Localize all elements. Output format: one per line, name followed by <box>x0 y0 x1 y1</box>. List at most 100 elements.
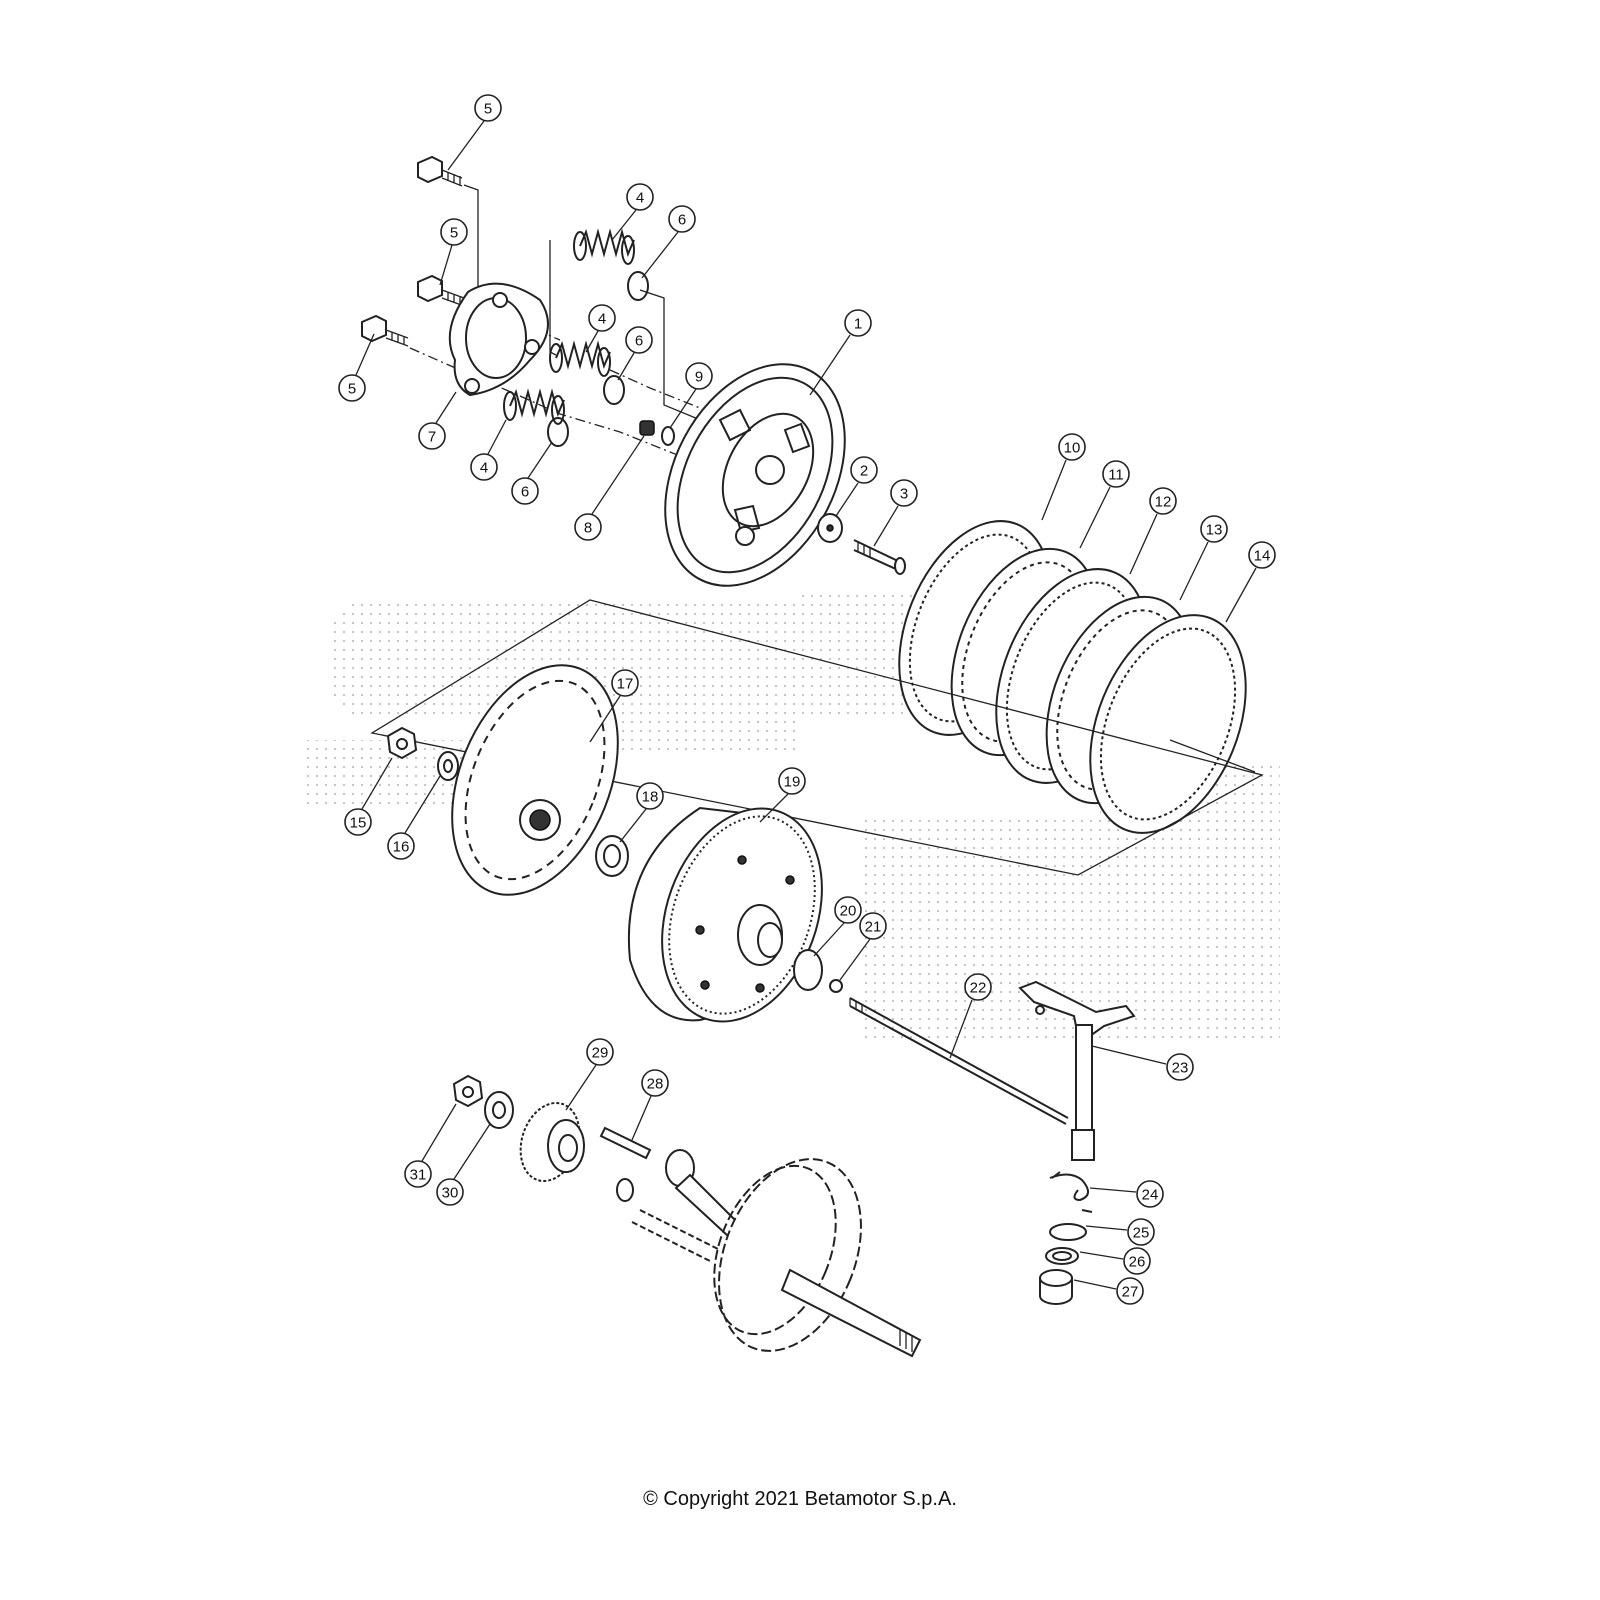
callout-number: 24 <box>1142 1187 1159 1204</box>
callout-circle <box>1248 541 1276 569</box>
callout-number: 26 <box>1129 1254 1146 1271</box>
callout-6: 6 <box>668 205 696 233</box>
callout-layer: 5554646197468231011121314171516181920212… <box>338 94 1276 1305</box>
callout-number: 14 <box>1254 548 1271 565</box>
pressure-plate <box>448 282 549 397</box>
callout-circle <box>625 326 653 354</box>
callout-22: 22 <box>964 973 992 1001</box>
callout-number: 3 <box>900 486 908 503</box>
callout-circle <box>387 832 415 860</box>
crankshaft <box>616 1149 922 1358</box>
callout-number: 16 <box>393 839 410 856</box>
callout-6: 6 <box>511 477 539 505</box>
callout-12: 12 <box>1149 487 1177 515</box>
callout-number: 29 <box>592 1045 609 1062</box>
spring-upper <box>573 228 635 265</box>
callout-number: 4 <box>480 460 488 477</box>
callout-number: 13 <box>1206 522 1223 539</box>
spring-lower <box>503 388 565 425</box>
callout-circle <box>844 309 872 337</box>
callout-number: 1 <box>854 316 862 333</box>
callout-circle <box>1200 515 1228 543</box>
callout-number: 17 <box>617 676 634 693</box>
primary-gear <box>452 1074 585 1183</box>
callout-number: 4 <box>636 190 644 207</box>
callout-25: 25 <box>1127 1218 1155 1246</box>
callout-number: 27 <box>1122 1284 1139 1301</box>
callout-18: 18 <box>636 782 664 810</box>
callout-circle <box>418 422 446 450</box>
callout-number: 19 <box>784 774 801 791</box>
callout-number: 23 <box>1172 1060 1189 1077</box>
key-pin <box>599 1126 652 1160</box>
bearing-housing <box>595 835 629 877</box>
callout-circle <box>1123 1247 1151 1275</box>
callout-26: 26 <box>1123 1247 1151 1275</box>
callout-number: 7 <box>428 429 436 446</box>
callout-5: 5 <box>440 218 468 246</box>
callout-number: 6 <box>678 212 686 229</box>
callout-3: 3 <box>890 479 918 507</box>
callout-circle <box>440 218 468 246</box>
callout-number: 31 <box>410 1167 427 1184</box>
washer-pushrod <box>817 513 843 543</box>
callout-2: 2 <box>850 456 878 484</box>
callout-number: 8 <box>584 520 592 537</box>
callout-circle <box>964 973 992 1001</box>
inner-clutch-hub <box>451 664 619 896</box>
return-spring <box>1039 1171 1093 1305</box>
callout-number: 28 <box>647 1076 664 1093</box>
callout-4: 4 <box>626 183 654 211</box>
callout-circle <box>778 767 806 795</box>
spring-middle <box>549 340 611 377</box>
thrust-washer <box>793 949 843 993</box>
callout-circle <box>859 912 887 940</box>
callout-circle <box>1116 1277 1144 1305</box>
callout-number: 25 <box>1133 1225 1150 1242</box>
callout-circle <box>890 479 918 507</box>
clutch-hub <box>664 363 846 587</box>
callout-circle <box>470 453 498 481</box>
callout-circle <box>636 782 664 810</box>
callout-circle <box>511 477 539 505</box>
callout-circle <box>834 896 862 924</box>
callout-8: 8 <box>574 513 602 541</box>
callout-31: 31 <box>404 1160 432 1188</box>
clutch-discs <box>898 520 1256 834</box>
callout-number: 15 <box>350 815 367 832</box>
callout-13: 13 <box>1200 515 1228 543</box>
callout-number: 30 <box>442 1185 459 1202</box>
callout-number: 21 <box>865 919 882 936</box>
callout-number: 4 <box>598 311 606 328</box>
callout-number: 11 <box>1108 467 1124 484</box>
push-pin <box>853 539 906 575</box>
callout-circle <box>1102 460 1130 488</box>
callout-24: 24 <box>1136 1180 1164 1208</box>
callout-number: 5 <box>348 381 356 398</box>
callout-4: 4 <box>588 304 616 332</box>
callout-4: 4 <box>470 453 498 481</box>
callout-circle <box>338 374 366 402</box>
callout-circle <box>1127 1218 1155 1246</box>
callout-5: 5 <box>474 94 502 122</box>
callout-11: 11 <box>1102 460 1130 488</box>
callout-circle <box>668 205 696 233</box>
callout-19: 19 <box>778 767 806 795</box>
callout-28: 28 <box>641 1069 669 1097</box>
callout-circle <box>574 513 602 541</box>
callout-15: 15 <box>344 808 372 836</box>
callout-circle <box>1058 433 1086 461</box>
callout-7: 7 <box>418 422 446 450</box>
callout-9: 9 <box>685 362 713 390</box>
callout-circle <box>1136 1180 1164 1208</box>
push-rod <box>849 997 1069 1125</box>
callout-number: 10 <box>1064 440 1081 457</box>
callout-circle <box>1166 1053 1194 1081</box>
callout-16: 16 <box>387 832 415 860</box>
callout-number: 20 <box>840 903 857 920</box>
callout-10: 10 <box>1058 433 1086 461</box>
hub-nut <box>386 726 459 781</box>
copyright-notice: © Copyright 2021 Betamotor S.p.A. <box>643 1488 957 1510</box>
callout-circle <box>626 183 654 211</box>
